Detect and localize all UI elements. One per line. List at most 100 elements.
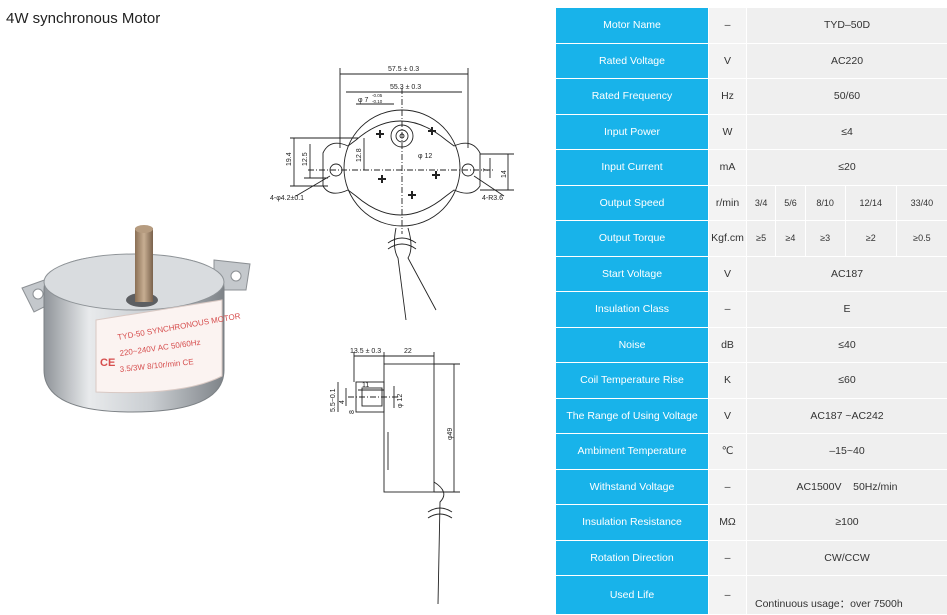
spec-unit: Kgf.cm bbox=[708, 221, 746, 257]
page-title: 4W synchronous Motor bbox=[6, 10, 161, 27]
dim-7: 7 bbox=[483, 168, 490, 172]
spec-row-insulation-resistance: Insulation Resistance MΩ ≥100 bbox=[556, 505, 947, 541]
dim-13-5: 13.5 ± 0.3 bbox=[350, 348, 381, 355]
dim-14: 14 bbox=[501, 170, 508, 178]
speed-value: 8/10 bbox=[804, 185, 845, 221]
spec-unit: – bbox=[708, 540, 746, 576]
spec-unit: r/min bbox=[708, 185, 746, 221]
spec-row-input-power: Input Power W ≤4 bbox=[556, 114, 947, 150]
spec-label: Coil Temperature Rise bbox=[556, 363, 708, 399]
speed-value: 3/4 bbox=[746, 185, 776, 221]
dim-phi12-side: φ 12 bbox=[397, 394, 404, 408]
spec-value: AC1500V 50Hz/min bbox=[746, 469, 947, 505]
spec-label: Rated Frequency bbox=[556, 79, 708, 115]
spec-value: AC187 bbox=[746, 256, 947, 292]
spec-unit: MΩ bbox=[708, 505, 746, 541]
speed-value: 12/14 bbox=[844, 185, 896, 221]
spec-unit: – bbox=[708, 292, 746, 328]
spec-unit: W bbox=[708, 114, 746, 150]
spec-value: AC187 ~AC242 bbox=[746, 398, 947, 434]
spec-label: Input Current bbox=[556, 150, 708, 186]
spec-row-insulation-class: Insulation Class – E bbox=[556, 292, 947, 328]
dim-phi12: φ 12 bbox=[418, 153, 432, 160]
spec-row-withstand-voltage: Withstand Voltage – AC1500V 50Hz/min bbox=[556, 469, 947, 505]
spec-unit: mA bbox=[708, 150, 746, 186]
spec-unit: V bbox=[708, 256, 746, 292]
spec-value: ≤20 bbox=[746, 150, 947, 186]
spec-value: TYD–50D bbox=[746, 8, 947, 44]
dim-phi7-tol-bot: -0.10 bbox=[372, 99, 383, 104]
dim-4: 4 bbox=[339, 400, 346, 404]
spec-unit: – bbox=[708, 8, 746, 44]
spec-row-output-speed: Output Speed r/min 3/4 5/6 8/10 12/14 33… bbox=[556, 185, 947, 221]
dim-phi7: φ 7 bbox=[358, 97, 368, 104]
torque-value: ≥5 bbox=[746, 221, 776, 257]
spec-row-input-current: Input Current mA ≤20 bbox=[556, 150, 947, 186]
dim-8: 8 bbox=[349, 410, 356, 414]
dim-5-5: 5.5−0.1 bbox=[330, 388, 337, 412]
torque-value: ≥4 bbox=[775, 221, 805, 257]
spec-unit: Hz bbox=[708, 79, 746, 115]
side-view-drawing: 13.5 ± 0.3 22 11 5.5−0.1 4 8 φ 12 φ49 bbox=[330, 348, 460, 605]
spec-label: Output Torque bbox=[556, 221, 708, 257]
spec-unit: V bbox=[708, 43, 746, 79]
spec-row-start-voltage: Start Voltage V AC187 bbox=[556, 256, 947, 292]
spec-row-coil-temp-rise: Coil Temperature Rise K ≤60 bbox=[556, 363, 947, 399]
spec-unit: ℃ bbox=[708, 434, 746, 470]
spec-value: E bbox=[746, 292, 947, 328]
spec-label: Rotation Direction bbox=[556, 540, 708, 576]
spec-value: ≤4 bbox=[746, 114, 947, 150]
spec-row-rated-frequency: Rated Frequency Hz 50/60 bbox=[556, 79, 947, 115]
spec-label: Used Life bbox=[556, 576, 708, 615]
spec-value: AC220 bbox=[746, 43, 947, 79]
speed-value: 5/6 bbox=[775, 185, 805, 221]
spec-label: Start Voltage bbox=[556, 256, 708, 292]
spec-value: ≤60 bbox=[746, 363, 947, 399]
torque-value: ≥0.5 bbox=[895, 221, 947, 257]
dim-57-5: 57.5 ± 0.3 bbox=[388, 66, 419, 73]
spec-row-motor-name: Motor Name – TYD–50D bbox=[556, 8, 947, 44]
spec-unit: K bbox=[708, 363, 746, 399]
spec-label: The Range of Using Voltage bbox=[556, 398, 708, 434]
spec-label: Insulation Class bbox=[556, 292, 708, 328]
spec-row-used-life: Used Life – Continuous usage：over 7500h bbox=[556, 576, 947, 615]
dim-12-5: 12.5 bbox=[302, 152, 309, 166]
spec-value: 50/60 bbox=[746, 79, 947, 115]
front-view-drawing: 57.5 ± 0.3 55.3 ± 0.3 φ 7 -0.05 -0.10 19… bbox=[270, 66, 514, 321]
spec-label: Motor Name bbox=[556, 8, 708, 44]
dim-holes: 4-φ4.2±0.1 bbox=[270, 195, 304, 202]
torque-value: ≥3 bbox=[804, 221, 845, 257]
dim-phi7-tol-top: -0.05 bbox=[372, 93, 383, 98]
dim-19-4: 19.4 bbox=[286, 152, 293, 166]
spec-row-ambient-temp: Ambiment Temperature ℃ –15~40 bbox=[556, 434, 947, 470]
spec-label: Output Speed bbox=[556, 185, 708, 221]
spec-label: Insulation Resistance bbox=[556, 505, 708, 541]
spec-row-rated-voltage: Rated Voltage V AC220 bbox=[556, 43, 947, 79]
spec-label: Rated Voltage bbox=[556, 43, 708, 79]
spec-row-output-torque: Output Torque Kgf.cm ≥5 ≥4 ≥3 ≥2 ≥0.5 bbox=[556, 221, 947, 257]
spec-row-range-voltage: The Range of Using Voltage V AC187 ~AC24… bbox=[556, 398, 947, 434]
spec-row-noise: Noise dB ≤40 bbox=[556, 327, 947, 363]
spec-table: Motor Name – TYD–50D Rated Voltage V AC2… bbox=[556, 8, 947, 615]
dim-radius: 4-R3.6 bbox=[482, 195, 503, 202]
spec-value: Continuous usage：over 7500h bbox=[746, 576, 947, 615]
dim-phi49: φ49 bbox=[447, 428, 454, 440]
spec-unit: V bbox=[708, 398, 746, 434]
spec-label: Withstand Voltage bbox=[556, 469, 708, 505]
spec-label: Input Power bbox=[556, 114, 708, 150]
speed-value: 33/40 bbox=[895, 185, 947, 221]
spec-value: CW/CCW bbox=[746, 540, 947, 576]
dim-12-8: 12.8 bbox=[356, 148, 363, 162]
spec-row-rotation: Rotation Direction – CW/CCW bbox=[556, 540, 947, 576]
spec-value: ≤40 bbox=[746, 327, 947, 363]
ce-mark: CE bbox=[100, 357, 115, 369]
motor-photo: TYD-50 SYNCHRONOUS MOTOR 220~240V AC 50/… bbox=[21, 225, 251, 413]
spec-value: ≥100 bbox=[746, 505, 947, 541]
spec-unit: – bbox=[708, 576, 746, 615]
torque-value: ≥2 bbox=[844, 221, 896, 257]
dim-11: 11 bbox=[362, 382, 369, 389]
dim-55-3: 55.3 ± 0.3 bbox=[390, 84, 421, 91]
spec-unit: dB bbox=[708, 327, 746, 363]
spec-label: Ambiment Temperature bbox=[556, 434, 708, 470]
spec-unit: – bbox=[708, 469, 746, 505]
